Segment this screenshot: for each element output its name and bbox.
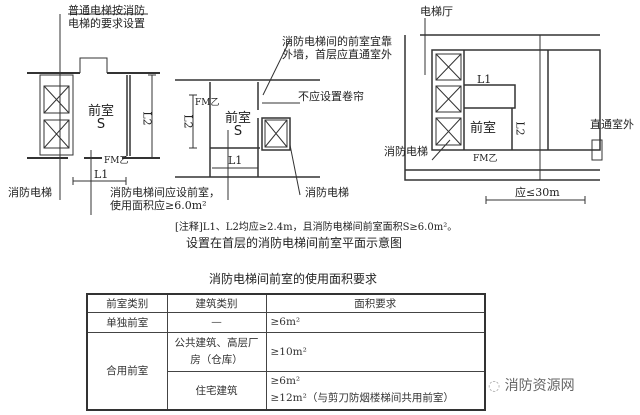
cell: 住宅建筑 [166,370,267,411]
plan-2 [175,39,320,200]
text: ≥6m² [270,375,301,388]
text: 前室 [88,104,115,119]
cell: 公共建筑、高层厂房（仓库） [166,331,267,372]
plan3-l1: L1 [477,73,492,86]
table-row: 住宅建筑 ≥6m² ≥12m²（与剪刀防烟楼梯间共用前室） [87,370,486,411]
text: S [233,124,243,139]
figure-title: 设置在首层的消防电梯间前室平面示意图 [186,236,403,250]
watermark: ◌ 消防资源网 [488,378,575,394]
plan1-note-top: 普通电梯按消防电梯的要求设置 [68,4,145,30]
header-cell: 前室类别 [86,293,168,313]
text: 外墙，首层应直通室外 [282,48,392,61]
text: 使用面积应≥6.0m² [110,199,207,212]
plan3-exit: 直通室外 [590,118,634,131]
plan3-door: FM乙 [473,154,498,164]
header-cell: 面积要求 [265,293,486,313]
header-cell: 建筑类别 [166,293,267,313]
table-row: 合用前室 公共建筑、高层厂房（仓库） ≥10m² [86,331,486,411]
plan1-door: FM乙 [104,156,129,166]
plan2-door: FM乙 [195,98,220,108]
text: 普通电梯按消防 [68,4,145,17]
cell: — [166,311,267,333]
table-header: 前室类别 建筑类别 面积要求 [86,293,486,313]
cell: ≥6m² ≥12m²（与剪刀防烟楼梯间共用前室） [265,370,486,411]
plan-1 [27,13,160,215]
plan1-note-bottom: 消防电梯间应设前室，使用面积应≥6.0m² [110,186,220,212]
text: 电梯的要求设置 [68,17,145,30]
text: ≥12m²（与剪刀防烟楼梯间共用前室） [270,392,454,405]
plan2-l1: L1 [228,154,243,167]
plan2-elevator-label: 消防电梯 [305,186,349,199]
plan1-l2: L2 [140,111,154,126]
watermark-text: 消防资源网 [504,378,575,394]
plan2-no-shutter: 不应设置卷帘 [298,90,364,103]
cell: 合用前室 [86,331,168,411]
plan3-room: 前室 [470,121,497,136]
plan3-elevator-label: 消防电梯 [384,145,428,158]
plan2-note-top: 消防电梯间的前室宜靠外墙，首层应直通室外 [282,35,392,61]
text: S [96,117,106,132]
area-requirements-table: 前室类别 建筑类别 面积要求 单独前室 — ≥6m² 合用前室 公共建筑、高层厂… [86,293,486,411]
plan3-distance: 应≤30m [515,186,560,199]
elevator-car [43,85,70,114]
text: 消防电梯间应设前室， [110,186,220,199]
elevator-car [43,119,70,149]
note: [注释]L1、L2均应≥2.4m，且消防电梯间前室面积S≥6.0m²。 [175,222,458,233]
wechat-icon: ◌ [488,378,505,394]
plan3-hall: 电梯厅 [420,5,453,18]
plan1-elevator-label: 消防电梯 [8,186,52,199]
plan2-l2: L2 [181,114,195,129]
table-row: 单独前室 — ≥6m² [86,311,486,333]
plan1-l1: L1 [94,168,109,181]
text: 前室 [225,111,252,126]
plan3-l2: L2 [513,121,527,136]
text: 消防电梯间的前室宜靠 [282,35,392,48]
plan-3 [404,18,603,204]
cell: ≥10m² [265,331,486,372]
cell: ≥6m² [265,311,486,333]
cell: 单独前室 [86,311,168,333]
table-title: 消防电梯间前室的使用面积要求 [209,272,378,286]
